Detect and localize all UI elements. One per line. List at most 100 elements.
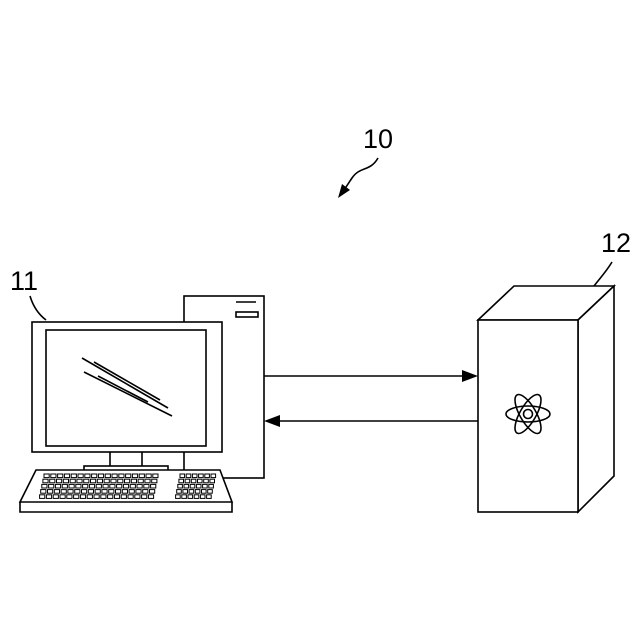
keyboard-key bbox=[75, 490, 80, 494]
keyboard-key bbox=[44, 474, 49, 478]
server-label: 12 bbox=[601, 228, 631, 258]
keyboard-key bbox=[190, 484, 195, 488]
keyboard-key bbox=[101, 495, 106, 499]
keyboard-key bbox=[76, 484, 81, 488]
keyboard-key bbox=[43, 479, 48, 483]
keyboard-key bbox=[98, 474, 103, 478]
keyboard-key bbox=[94, 495, 99, 499]
keyboard-key bbox=[176, 495, 181, 499]
keyboard-key bbox=[78, 474, 83, 478]
keyboard-key bbox=[179, 479, 184, 483]
server-reference: 12 bbox=[594, 228, 631, 286]
keyboard-key bbox=[87, 495, 92, 499]
keyboard-key bbox=[109, 490, 114, 494]
keyboard-key bbox=[114, 495, 119, 499]
keyboard-key bbox=[145, 479, 150, 483]
keyboard-key bbox=[54, 490, 59, 494]
keyboard-key bbox=[148, 495, 153, 499]
keyboard-key bbox=[207, 495, 212, 499]
keyboard-key bbox=[80, 495, 85, 499]
keyboard-key bbox=[180, 474, 185, 478]
keyboard-key bbox=[178, 484, 183, 488]
server-unit bbox=[478, 286, 614, 512]
keyboard-key bbox=[194, 495, 199, 499]
keyboard-key bbox=[135, 495, 140, 499]
client-leader-line bbox=[30, 296, 46, 320]
keyboard-key bbox=[151, 484, 156, 488]
keyboard-key bbox=[110, 484, 115, 488]
keyboard-key bbox=[91, 479, 96, 483]
keyboard-key bbox=[74, 495, 79, 499]
keyboard-key bbox=[92, 474, 97, 478]
server-leader-line bbox=[594, 262, 612, 286]
keyboard-key bbox=[49, 484, 54, 488]
system-reference: 10 bbox=[338, 124, 393, 198]
keyboard-key bbox=[88, 490, 93, 494]
keyboard-key bbox=[46, 495, 51, 499]
monitor-frame bbox=[32, 322, 222, 452]
connection-arrows bbox=[264, 370, 478, 427]
keyboard-key bbox=[203, 484, 208, 488]
keyboard-key bbox=[200, 495, 205, 499]
response-arrowhead bbox=[264, 415, 280, 427]
keyboard-key bbox=[50, 479, 55, 483]
keyboard-key bbox=[60, 495, 65, 499]
keyboard-key bbox=[77, 479, 82, 483]
keyboard-key bbox=[84, 479, 89, 483]
system-leader-arrowhead bbox=[338, 184, 350, 198]
keyboard-key bbox=[209, 484, 214, 488]
keyboard-key bbox=[132, 474, 137, 478]
keyboard-key bbox=[70, 479, 75, 483]
keyboard-key bbox=[146, 474, 151, 478]
keyboard-key bbox=[68, 490, 73, 494]
keyboard-key bbox=[85, 474, 90, 478]
keyboard-key bbox=[118, 479, 123, 483]
keyboard-key bbox=[51, 474, 56, 478]
keyboard-key bbox=[196, 484, 201, 488]
keyboard-key bbox=[111, 479, 116, 483]
client-computer bbox=[20, 296, 264, 512]
keyboard-key bbox=[152, 479, 157, 483]
keyboard-key bbox=[143, 490, 148, 494]
keyboard-key bbox=[189, 490, 194, 494]
keyboard-key bbox=[137, 484, 142, 488]
keyboard-key bbox=[182, 495, 187, 499]
keyboard-key bbox=[188, 495, 193, 499]
keyboard-key bbox=[48, 490, 53, 494]
keyboard-key bbox=[205, 474, 210, 478]
client-label: 11 bbox=[10, 266, 38, 296]
keyboard-key bbox=[128, 495, 133, 499]
keyboard-key bbox=[192, 474, 197, 478]
keyboard-key bbox=[195, 490, 200, 494]
keyboard-key bbox=[185, 479, 190, 483]
keyboard-key bbox=[136, 490, 141, 494]
keyboard-key bbox=[142, 495, 147, 499]
keyboard-key bbox=[198, 479, 203, 483]
keyboard-key bbox=[204, 479, 209, 483]
keyboard-key bbox=[208, 490, 213, 494]
keyboard-key bbox=[122, 490, 127, 494]
client-reference: 11 bbox=[10, 266, 46, 320]
keyboard-key bbox=[105, 474, 110, 478]
keyboard-key bbox=[125, 479, 130, 483]
keyboard-key bbox=[116, 490, 121, 494]
keyboard-key bbox=[138, 479, 143, 483]
keyboard-key bbox=[55, 484, 60, 488]
keyboard-key bbox=[83, 484, 88, 488]
keyboard-key bbox=[131, 479, 136, 483]
keyboard-key bbox=[139, 474, 144, 478]
keyboard-key bbox=[63, 479, 68, 483]
keyboard-key bbox=[108, 495, 113, 499]
keyboard-key bbox=[62, 484, 67, 488]
keyboard-key bbox=[183, 490, 188, 494]
keyboard-key bbox=[184, 484, 189, 488]
keyboard-key bbox=[123, 484, 128, 488]
keyboard-key bbox=[153, 474, 158, 478]
server-side-face bbox=[578, 286, 614, 512]
keyboard-key bbox=[117, 484, 122, 488]
keyboard-key bbox=[58, 474, 63, 478]
keyboard-key bbox=[42, 484, 47, 488]
keyboard-key bbox=[53, 495, 58, 499]
keyboard-key bbox=[95, 490, 100, 494]
